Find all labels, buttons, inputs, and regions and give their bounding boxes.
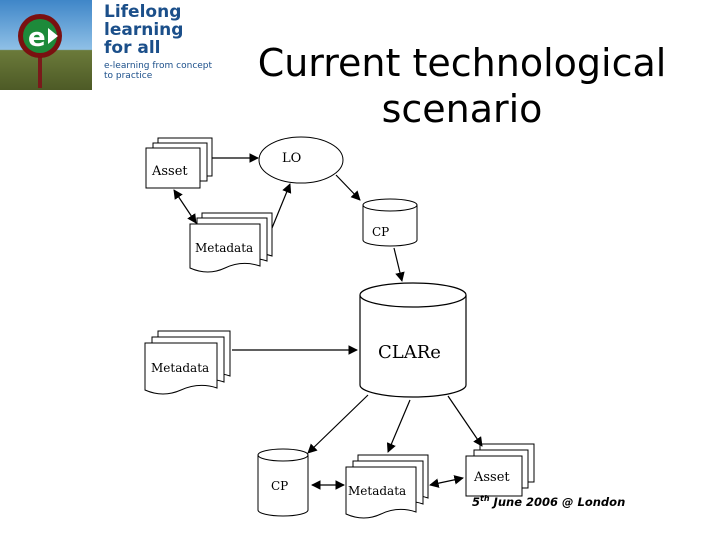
arrow-metadata-to-lo	[271, 183, 292, 229]
logo-line1: Lifelong	[104, 2, 181, 22]
metadata-mid-label: Metadata	[195, 241, 253, 255]
logo-play-icon	[48, 28, 58, 44]
metadata-left-node: Metadata	[144, 330, 231, 395]
metadata-mid-node: Metadata	[189, 212, 273, 273]
logo-graphic: e Lifelong learning for all e-learning f…	[0, 0, 213, 90]
cp-top-label: CP	[372, 225, 389, 239]
cp-bottom-label: CP	[271, 479, 288, 493]
lo-label: LO	[282, 151, 301, 166]
title-line2: scenario	[381, 87, 543, 131]
footer-day: 5	[472, 494, 481, 509]
cp-bottom-node: CP	[257, 448, 309, 517]
lo-node: LO	[258, 136, 344, 184]
footer-rest: June 2006 @ London	[489, 494, 626, 509]
arrow-asset-metadata	[173, 189, 197, 224]
footer-sup: th	[480, 494, 490, 503]
logo-post	[38, 50, 42, 88]
title-line1: Current technological	[257, 41, 667, 85]
cp-top-node: CP	[362, 198, 418, 247]
logo-tagline1: e-learning from concept	[104, 61, 213, 71]
clare-label: CLARe	[378, 342, 441, 363]
logo-e-letter: e	[28, 23, 46, 53]
logo-tagline2: to practice	[104, 71, 153, 81]
arrow-lo-to-cp	[335, 174, 361, 201]
logo-line2: learning	[104, 20, 183, 40]
logo-line3: for all	[104, 38, 161, 58]
asset-bottom-label: Asset	[473, 470, 510, 485]
footer-date: 5th June 2006 @ London	[472, 494, 625, 509]
logo-e-circle	[23, 19, 57, 53]
slide-title: Current technological scenario	[232, 40, 692, 132]
arrow-metadata-asset	[429, 475, 464, 488]
asset-top-node: Asset	[145, 137, 213, 189]
clare-node: CLARe	[359, 282, 467, 398]
arrow-cp-to-clare	[393, 247, 405, 282]
logo: e Lifelong learning for all e-learning f…	[0, 0, 240, 92]
asset-bottom-node: Asset	[465, 443, 535, 497]
metadata-bottom-label: Metadata	[348, 484, 406, 498]
arrow-clare-to-asset	[447, 395, 483, 447]
arrow-clare-to-metadata	[386, 399, 411, 453]
metadata-left-label: Metadata	[151, 361, 209, 375]
arrow-clare-to-cp	[307, 394, 369, 454]
asset-top-label: Asset	[151, 164, 188, 179]
metadata-bottom-node: Metadata	[345, 454, 429, 519]
